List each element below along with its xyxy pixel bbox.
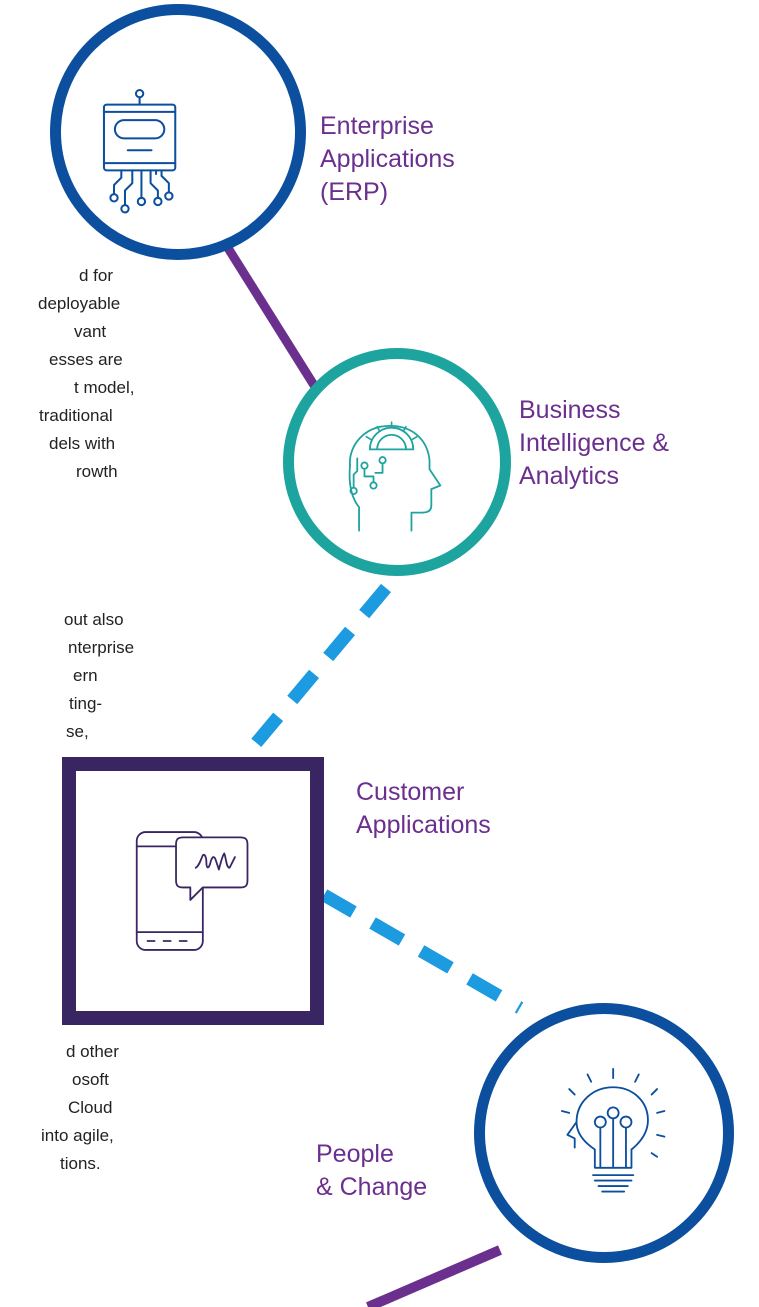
text-line: Cloud (68, 1098, 113, 1117)
connector-customer-people (320, 889, 524, 1014)
erp-label-line: (ERP) (320, 178, 389, 206)
erp-label-line: Enterprise (320, 112, 434, 140)
customer-label: Customer Applications (356, 776, 491, 842)
erp-label: Enterprise Applications (ERP) (320, 110, 455, 209)
text-block-1-cont: d for deployable vant esses are t model,… (0, 262, 134, 486)
connector-bi-customer (247, 583, 391, 753)
connector-people-next (366, 1245, 502, 1307)
bi-node (283, 348, 511, 576)
people-label-line: People (316, 1140, 394, 1168)
text-line: d other (66, 1042, 119, 1061)
text-line: ting- (69, 694, 103, 713)
text-line: deployable (38, 294, 121, 313)
customer-label-line: Customer (356, 778, 465, 806)
text-line: dels with (49, 434, 116, 453)
text-line: t model, (74, 378, 135, 397)
people-label: People & Change (316, 1138, 427, 1204)
bi-label-line: Intelligence & (519, 429, 670, 457)
robot-chip-icon (102, 88, 177, 214)
text-line: nterprise (68, 638, 135, 657)
bi-label-line: Business (519, 396, 621, 424)
text-line: rowth (76, 462, 118, 481)
mobile-chat-icon (135, 831, 249, 951)
text-line: se, (66, 722, 89, 741)
bi-label-line: Analytics (519, 462, 620, 490)
text-line: out also (64, 610, 124, 629)
text-line: esses are (49, 350, 123, 369)
customer-label-line: Applications (356, 811, 491, 839)
erp-node (50, 4, 306, 260)
customer-node (62, 757, 324, 1025)
head-lightbulb-icon (560, 1068, 666, 1193)
text-block-3: d other osoft Cloud into agile, tions. (0, 1038, 119, 1178)
text-block-2: out also nterprise ern ting- se, al cs (0, 606, 134, 858)
text-line: vant (74, 322, 107, 341)
text-line: into agile, (41, 1126, 114, 1145)
bi-label: Business Intelligence & Analytics (519, 394, 669, 493)
head-gear-icon (348, 421, 442, 532)
text-line: ern (73, 666, 98, 685)
people-label-line: & Change (316, 1173, 428, 1201)
erp-label-line: Applications (320, 145, 455, 173)
connector-erp-bi (224, 245, 326, 401)
text-line: osoft (72, 1070, 109, 1089)
text-line: traditional (39, 406, 113, 425)
text-line: d for (79, 266, 114, 285)
text-line: tions. (60, 1154, 101, 1173)
people-node (474, 1003, 734, 1263)
